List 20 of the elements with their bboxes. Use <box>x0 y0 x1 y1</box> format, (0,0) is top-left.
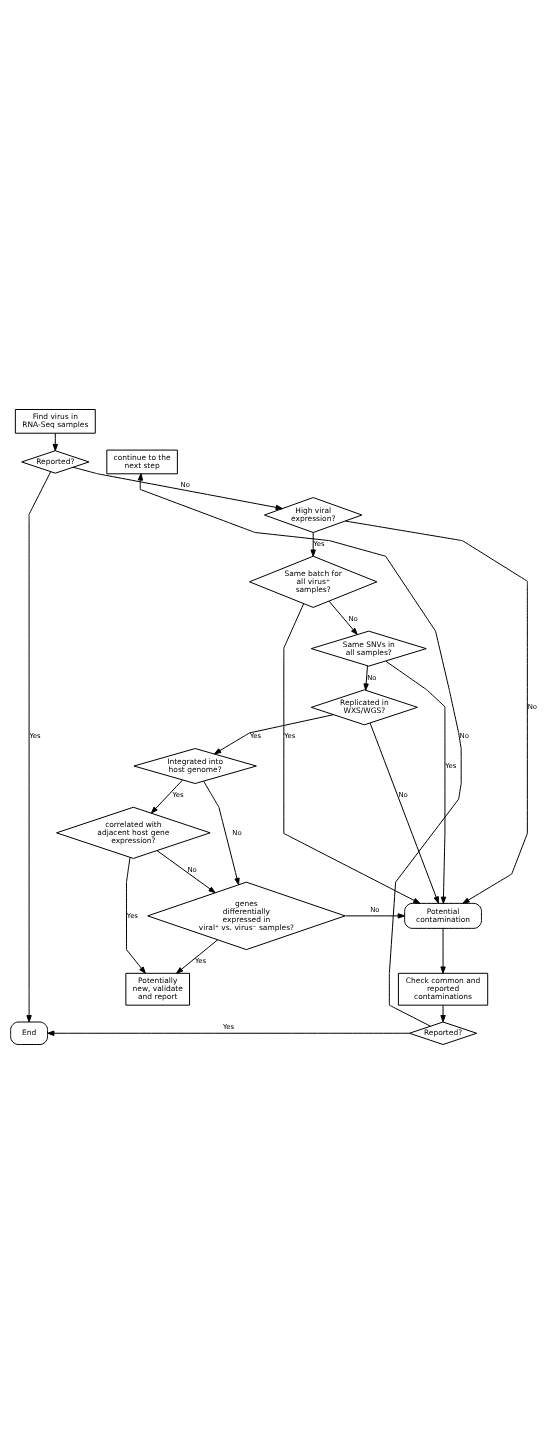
arrow <box>328 600 358 635</box>
arrow <box>440 1004 446 1022</box>
arrow <box>156 849 216 893</box>
arrow <box>150 779 183 814</box>
arrow <box>47 1030 410 1036</box>
arrow <box>344 520 528 904</box>
arrow <box>203 780 240 885</box>
arrow <box>385 660 447 904</box>
arrow <box>126 856 146 974</box>
arrow <box>26 470 52 1022</box>
arrow <box>137 472 462 1027</box>
arrow <box>440 927 446 974</box>
arrow <box>369 722 439 904</box>
arrow <box>176 938 219 974</box>
arrow <box>52 432 58 451</box>
arrow <box>214 713 334 754</box>
arrow <box>344 912 405 919</box>
arrow <box>72 466 283 510</box>
arrow <box>363 664 369 691</box>
arrow <box>283 602 421 904</box>
